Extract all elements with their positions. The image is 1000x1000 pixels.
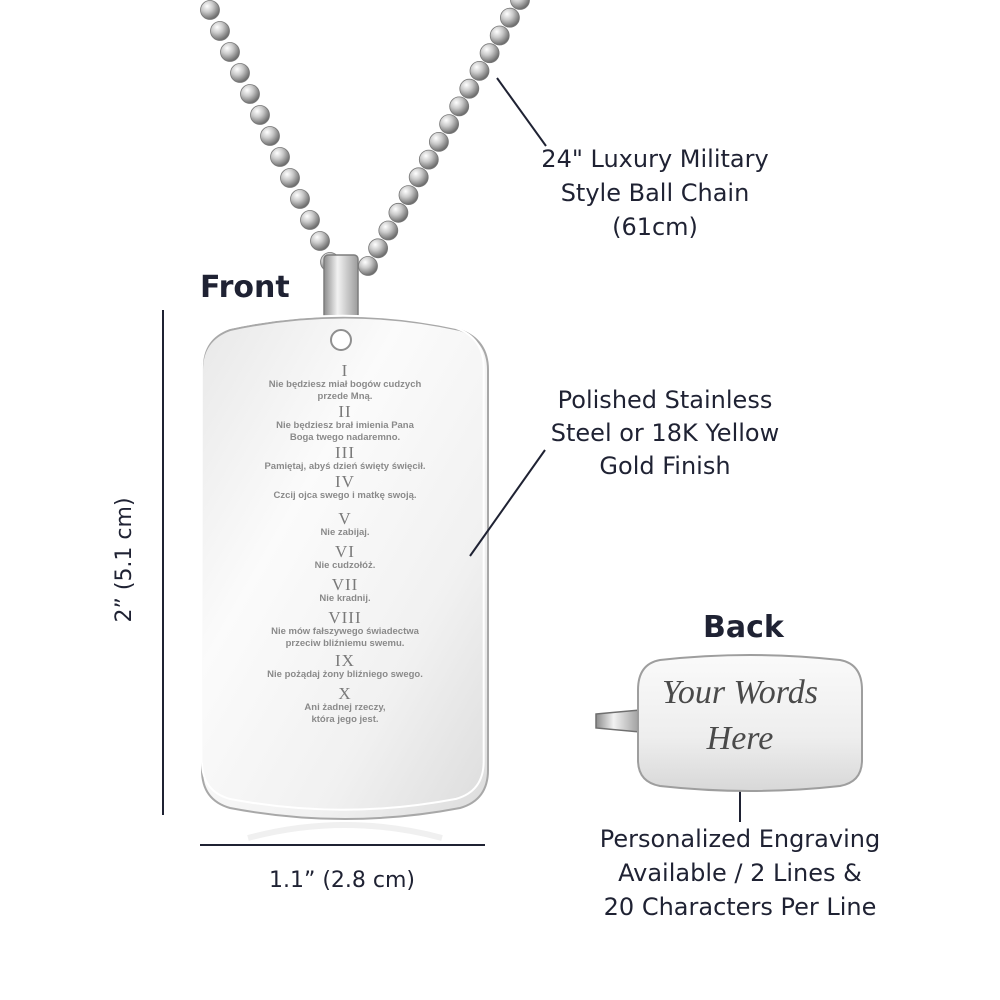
tag-hole [330,329,352,351]
chain-ball [270,147,290,167]
back-heading: Back [703,610,784,645]
chain-ball [378,220,399,241]
commandment-numeral: VI [335,542,355,561]
commandment-text: Boga twego nadaremno. [289,432,401,443]
chain-ball [260,126,280,146]
commandment: X Ani żadnej rzeczy, która jego jest. [210,685,480,726]
front-tag-engraving: I Nie będziesz miał bogów cudzych przede… [210,362,480,726]
chain-ball [479,43,500,64]
commandment-text: Nie zabijaj. [320,527,370,538]
ball-chain-right [358,0,530,276]
commandment: II Nie będziesz brał imienia Pana Boga t… [210,403,480,444]
front-dog-tag [201,316,489,820]
chain-ball [408,167,429,188]
chain-label-line: Style Ball Chain [560,179,750,207]
chain-ball [280,168,300,188]
engraving-label-line: 20 Characters Per Line [603,893,877,921]
chain-label: 24" Luxury Military Style Ball Chain (61… [520,142,790,244]
chain-ball [428,131,449,152]
commandment: VIII Nie mów fałszywego świadectwa przec… [210,609,480,650]
chain-label-line: (61cm) [612,213,698,241]
chain-ball [200,0,220,20]
commandment-text: Pamiętaj, abyś dzień święty święcił. [264,461,426,472]
chain-ball [220,42,240,62]
commandment-text: przeciw bliźniemu swemu. [285,638,405,649]
commandment-numeral: IX [335,651,355,670]
commandment-text: Czcij ojca swego i matkę swoją. [273,490,417,501]
commandment-text: Ani żadnej rzeczy, [304,702,386,713]
commandment: IX Nie pożądaj żony bliźniego swego. [210,652,480,681]
chain-ball [358,256,378,276]
chain-ball [210,21,230,41]
chain-ball [449,96,470,117]
chain-ball [499,7,520,28]
commandment: V Nie zabijaj. [210,510,480,539]
commandment-numeral: X [338,684,352,703]
engraving-line: Your Words [662,674,818,711]
commandment-text: Nie kradnij. [319,593,371,604]
chain-ball [290,189,310,209]
chain-ball [469,61,490,81]
commandment-numeral: VII [331,575,359,594]
commandment-text: Nie pożądaj żony bliźniego swego. [267,669,423,680]
back-dog-tag [637,654,863,792]
chain-label-line: 24" Luxury Military [541,145,769,173]
commandment-text: Nie będziesz miał bogów cudzych [268,379,422,390]
chain-ball [439,114,460,134]
chain-ball [300,210,320,230]
engraving-label-line: Personalized Engraving [599,825,881,853]
commandment-text: która jego jest. [311,714,379,725]
chain-ball [489,25,510,46]
chain-ball [398,185,419,206]
commandment-numeral: II [338,402,352,421]
back-tag-engraving: Your Words Here [640,670,840,762]
finish-label: Polished Stainless Steel or 18K Yellow G… [520,384,810,483]
finish-pointer-line [469,449,546,557]
back-tag-bail [595,709,641,733]
finish-label-line: Gold Finish [599,452,731,480]
finish-label-line: Polished Stainless [557,386,773,414]
engraving-line: Here [706,720,774,757]
commandment-numeral: I [341,361,349,380]
commandment: VI Nie cudzołóż. [210,543,480,572]
commandment-text: Nie będziesz brał imienia Pana [276,420,414,431]
chain-ball [240,84,260,104]
chain-ball [418,149,439,170]
commandment: I Nie będziesz miał bogów cudzych przede… [210,362,480,403]
chain-ball [310,231,330,251]
engraving-label: Personalized Engraving Available / 2 Lin… [560,822,920,924]
commandment-text: przede Mną. [317,391,373,402]
commandment-numeral: IV [335,472,355,491]
chain-ball [510,0,530,10]
commandment-numeral: III [335,443,355,462]
height-label: 2” (5.1 cm) [112,497,137,623]
commandment-numeral: V [338,509,352,528]
commandment-text: Nie cudzołóż. [314,560,376,571]
width-label: 1.1” (2.8 cm) [268,868,416,893]
commandment-numeral: VIII [328,608,362,627]
commandment: III Pamiętaj, abyś dzień święty święcił. [210,444,480,473]
engraving-label-line: Available / 2 Lines & [618,859,862,887]
chain-ball [459,78,480,99]
front-heading: Front [200,270,290,305]
ball-chain-left [200,0,340,272]
chain-ball [250,105,270,125]
commandment: VII Nie kradnij. [210,576,480,605]
chain-ball [388,202,409,223]
chain-ball [368,238,389,259]
commandment: IV Czcij ojca swego i matkę swoją. [210,473,480,502]
chain-ball [230,63,250,83]
commandment-text: Nie mów fałszywego świadectwa [271,626,419,637]
finish-label-line: Steel or 18K Yellow [550,419,780,447]
chain-pointer-line [496,77,547,147]
